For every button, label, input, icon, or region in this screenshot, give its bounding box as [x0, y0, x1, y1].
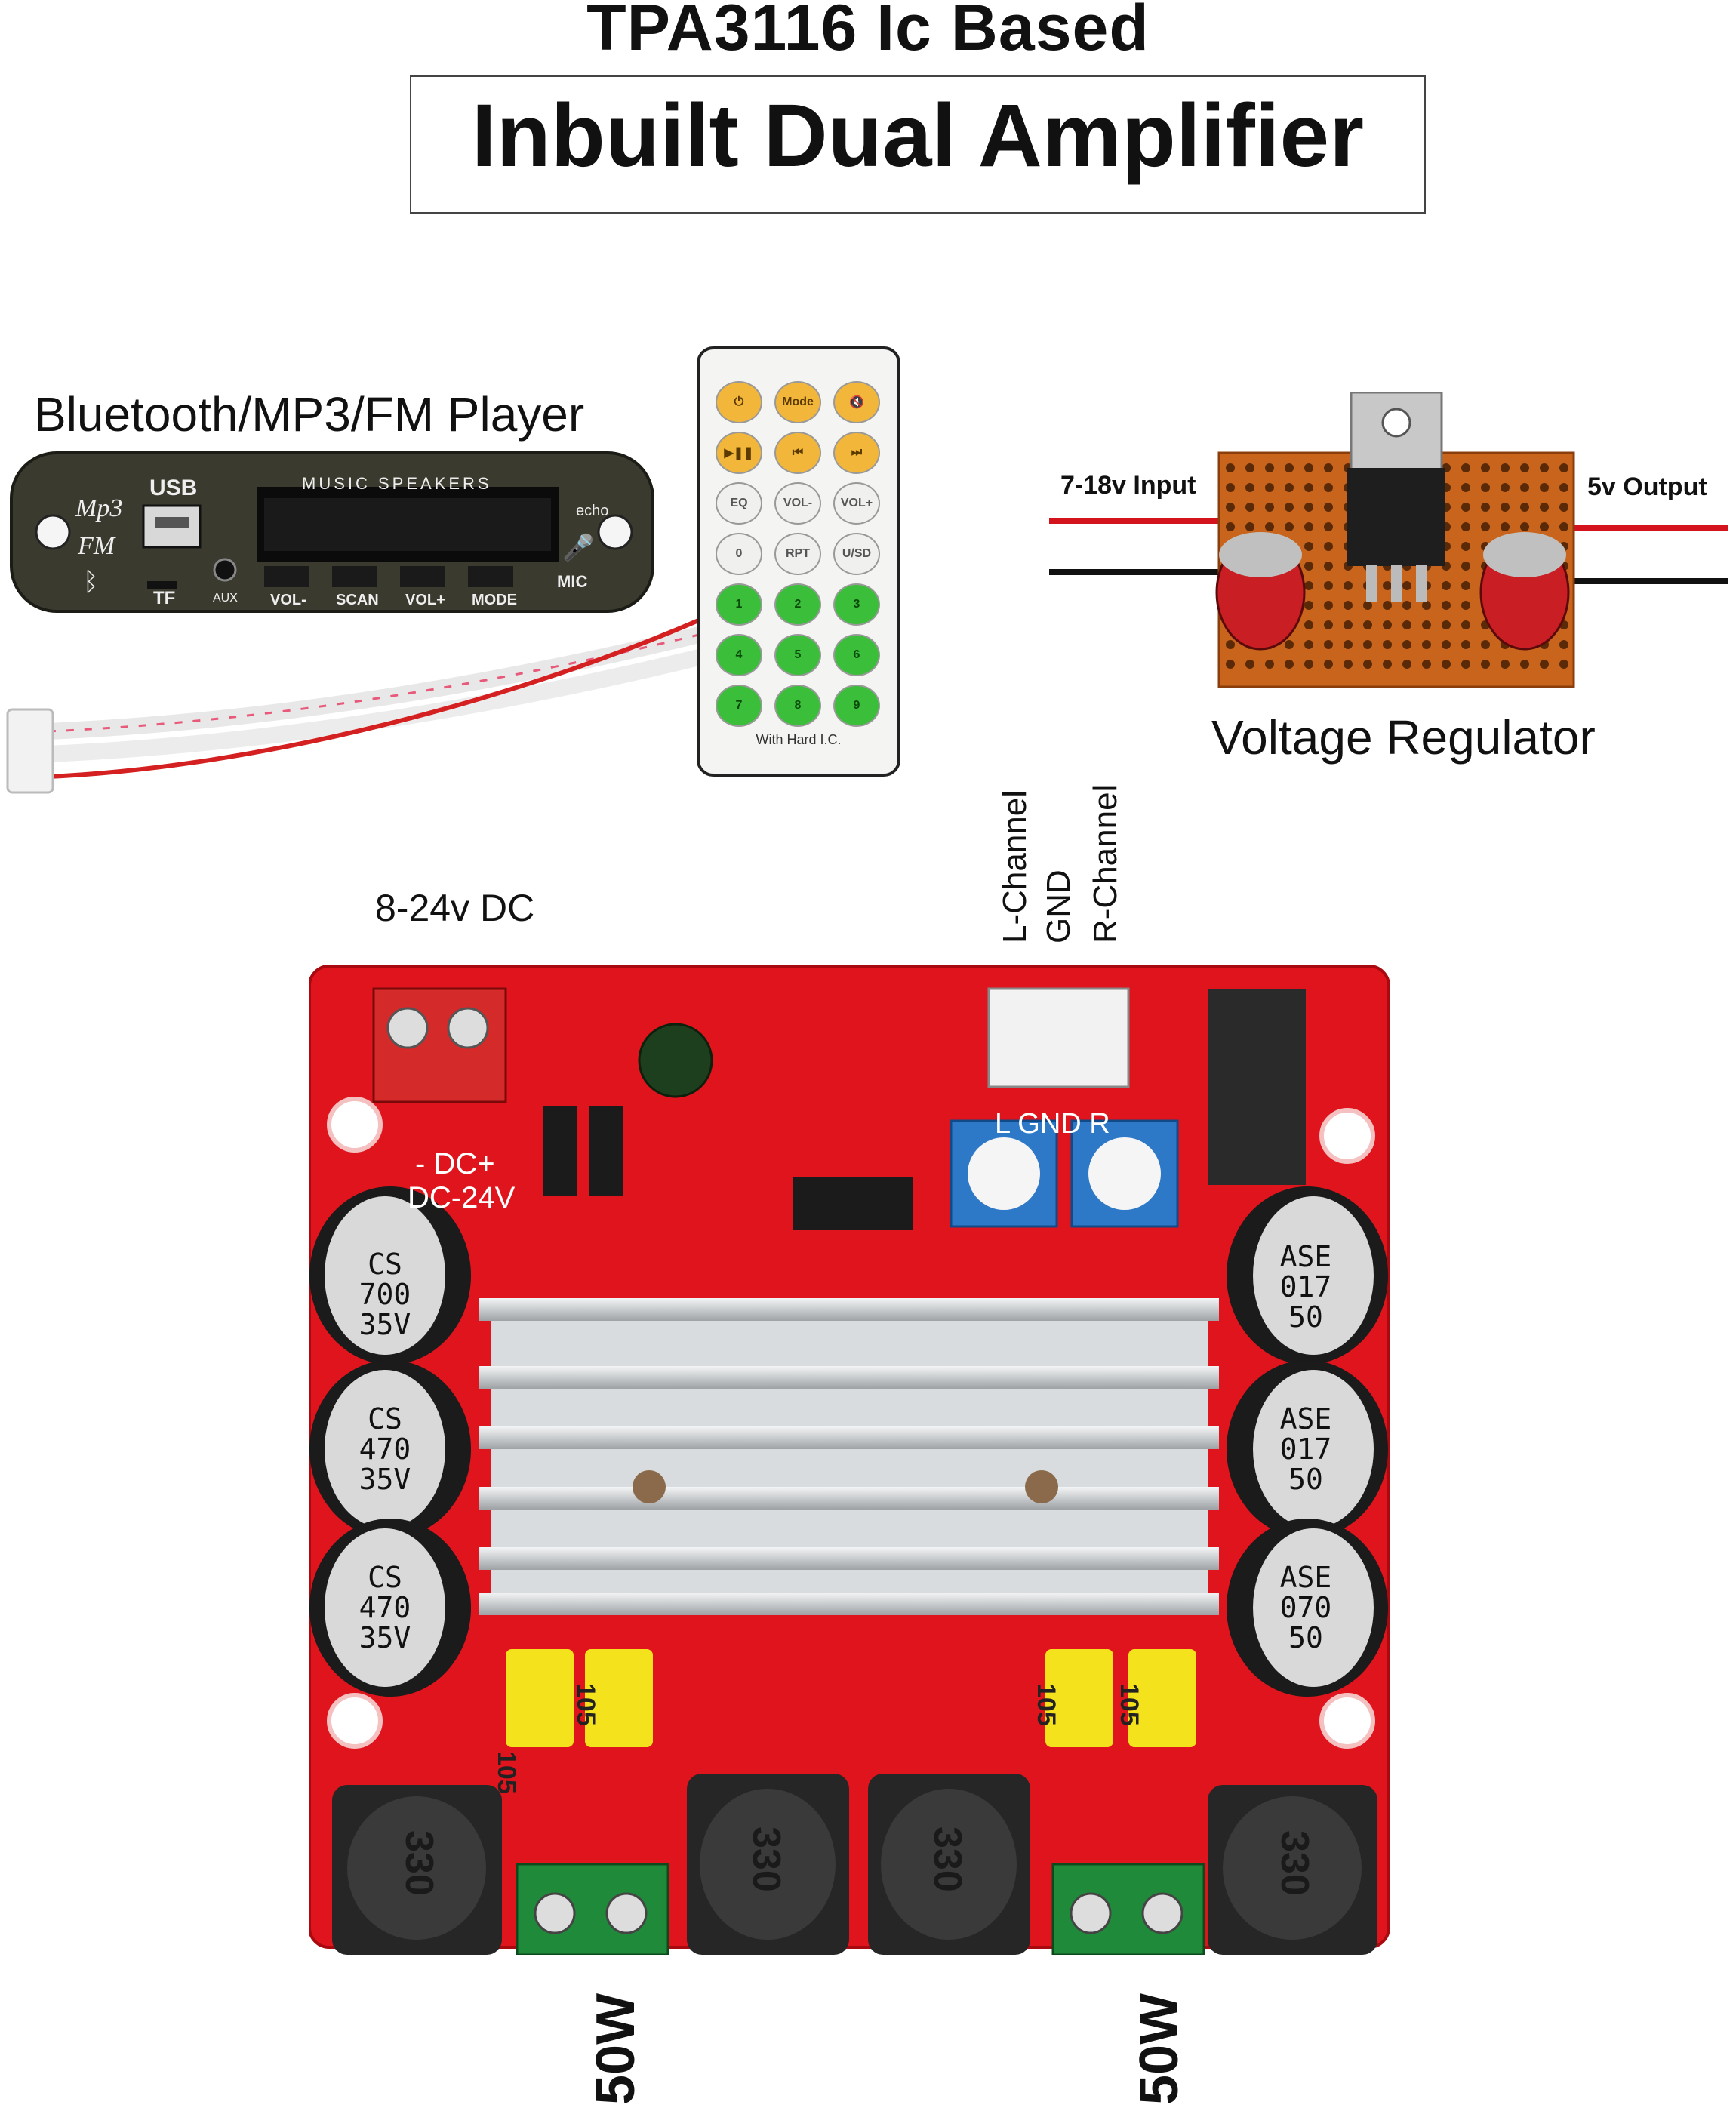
remote-button-4-2: 3 — [833, 583, 880, 626]
mp3-button-mode: MODE — [472, 592, 517, 608]
yellow-cap-1: 105 — [492, 1751, 521, 1794]
voltage-regulator-image — [1049, 392, 1728, 688]
inductor-1: 330 — [397, 1830, 441, 1896]
remote-button-2-1: VOL- — [774, 482, 821, 525]
mp3-button-vol-minus: VOL- — [270, 592, 306, 608]
audio-jack — [1208, 989, 1306, 1185]
mp3-echo-label: echo — [576, 503, 609, 519]
remote-button-1-1: ⏮ — [774, 432, 821, 474]
title-line-1: TPA3116 Ic Based — [586, 0, 1150, 64]
regulator-output-label: 5v Output — [1587, 472, 1707, 501]
remote-button-1-0: ▶❚❚ — [716, 432, 762, 474]
remote-button-4-1: 2 — [774, 583, 821, 626]
board-dc-range: DC-24V — [408, 1181, 516, 1214]
mp3-logo-bottom: FM — [78, 532, 115, 560]
remote-button-3-1: RPT — [774, 533, 821, 575]
power-input-label: 8-24v DC — [375, 887, 535, 929]
yellow-cap-3: 105 — [1032, 1683, 1060, 1726]
mp3-button-vol-plus: VOL+ — [405, 592, 445, 608]
inductor-2: 330 — [744, 1826, 788, 1892]
regulator-label: Voltage Regulator — [1211, 710, 1596, 765]
microphone-icon: 🎤 — [562, 534, 595, 562]
remote-button-5-2: 6 — [833, 634, 880, 676]
remote-button-0-1: Mode — [774, 381, 821, 423]
remote-button-3-0: 0 — [716, 533, 762, 575]
remote-button-0-0: ⏻ — [716, 381, 762, 423]
remote-button-5-1: 5 — [774, 634, 821, 676]
audio-input-connector — [987, 987, 1130, 1088]
remote-button-1-2: ⏭ — [833, 432, 880, 474]
r-channel-label: R-Channel — [1087, 784, 1124, 943]
mp3-tf-label: TF — [153, 588, 176, 608]
yellow-cap-2: 105 — [571, 1683, 600, 1726]
remote-button-4-0: 1 — [716, 583, 762, 626]
remote-button-6-2: 9 — [833, 685, 880, 727]
title-line-2: Inbuilt Dual Amplifier — [471, 86, 1365, 186]
mp3-module-label: Bluetooth/MP3/FM Player — [34, 387, 585, 442]
inductor-4: 330 — [1273, 1830, 1316, 1896]
remote-button-6-0: 7 — [716, 685, 762, 727]
mp3-display-title: MUSIC SPEAKERS — [302, 474, 492, 493]
mp3-mic-label: MIC — [557, 572, 588, 591]
regulator-input-label: 7-18v Input — [1060, 471, 1196, 500]
l-channel-label: L-Channel — [996, 789, 1033, 943]
board-dc-label: - DC+ — [415, 1147, 495, 1180]
bluetooth-icon: ᛒ — [83, 568, 99, 596]
mp3-aux-label: AUX — [213, 592, 238, 605]
inductor-3: 330 — [925, 1826, 969, 1892]
remote-button-2-2: VOL+ — [833, 482, 880, 525]
remote-footer: With Hard I.C. — [756, 732, 842, 747]
yellow-cap-4: 105 — [1115, 1683, 1143, 1726]
remote-button-5-0: 4 — [716, 634, 762, 676]
remote-button-3-2: U/SD — [833, 533, 880, 575]
mp3-usb-label: USB — [149, 475, 198, 500]
output-right-label: 50W — [1129, 1993, 1190, 2105]
tpa3116-ic — [793, 1177, 913, 1230]
remote-button-2-0: EQ — [716, 482, 762, 525]
output-left-label: 50W — [586, 1993, 646, 2105]
gnd-label: GND — [1040, 869, 1077, 943]
remote-button-6-1: 8 — [774, 685, 821, 727]
remote-button-0-2: 🔇 — [833, 381, 880, 423]
dc-input-terminal — [372, 987, 507, 1103]
heatsink — [479, 1298, 1219, 1615]
mp3-logo-top: Mp3 — [75, 494, 123, 522]
amplifier-board — [309, 965, 1390, 1955]
title-box — [410, 75, 1426, 214]
connector-print: L GND R — [995, 1108, 1110, 1140]
mp3-module-image — [6, 451, 704, 794]
mp3-button-scan: SCAN — [336, 592, 379, 608]
